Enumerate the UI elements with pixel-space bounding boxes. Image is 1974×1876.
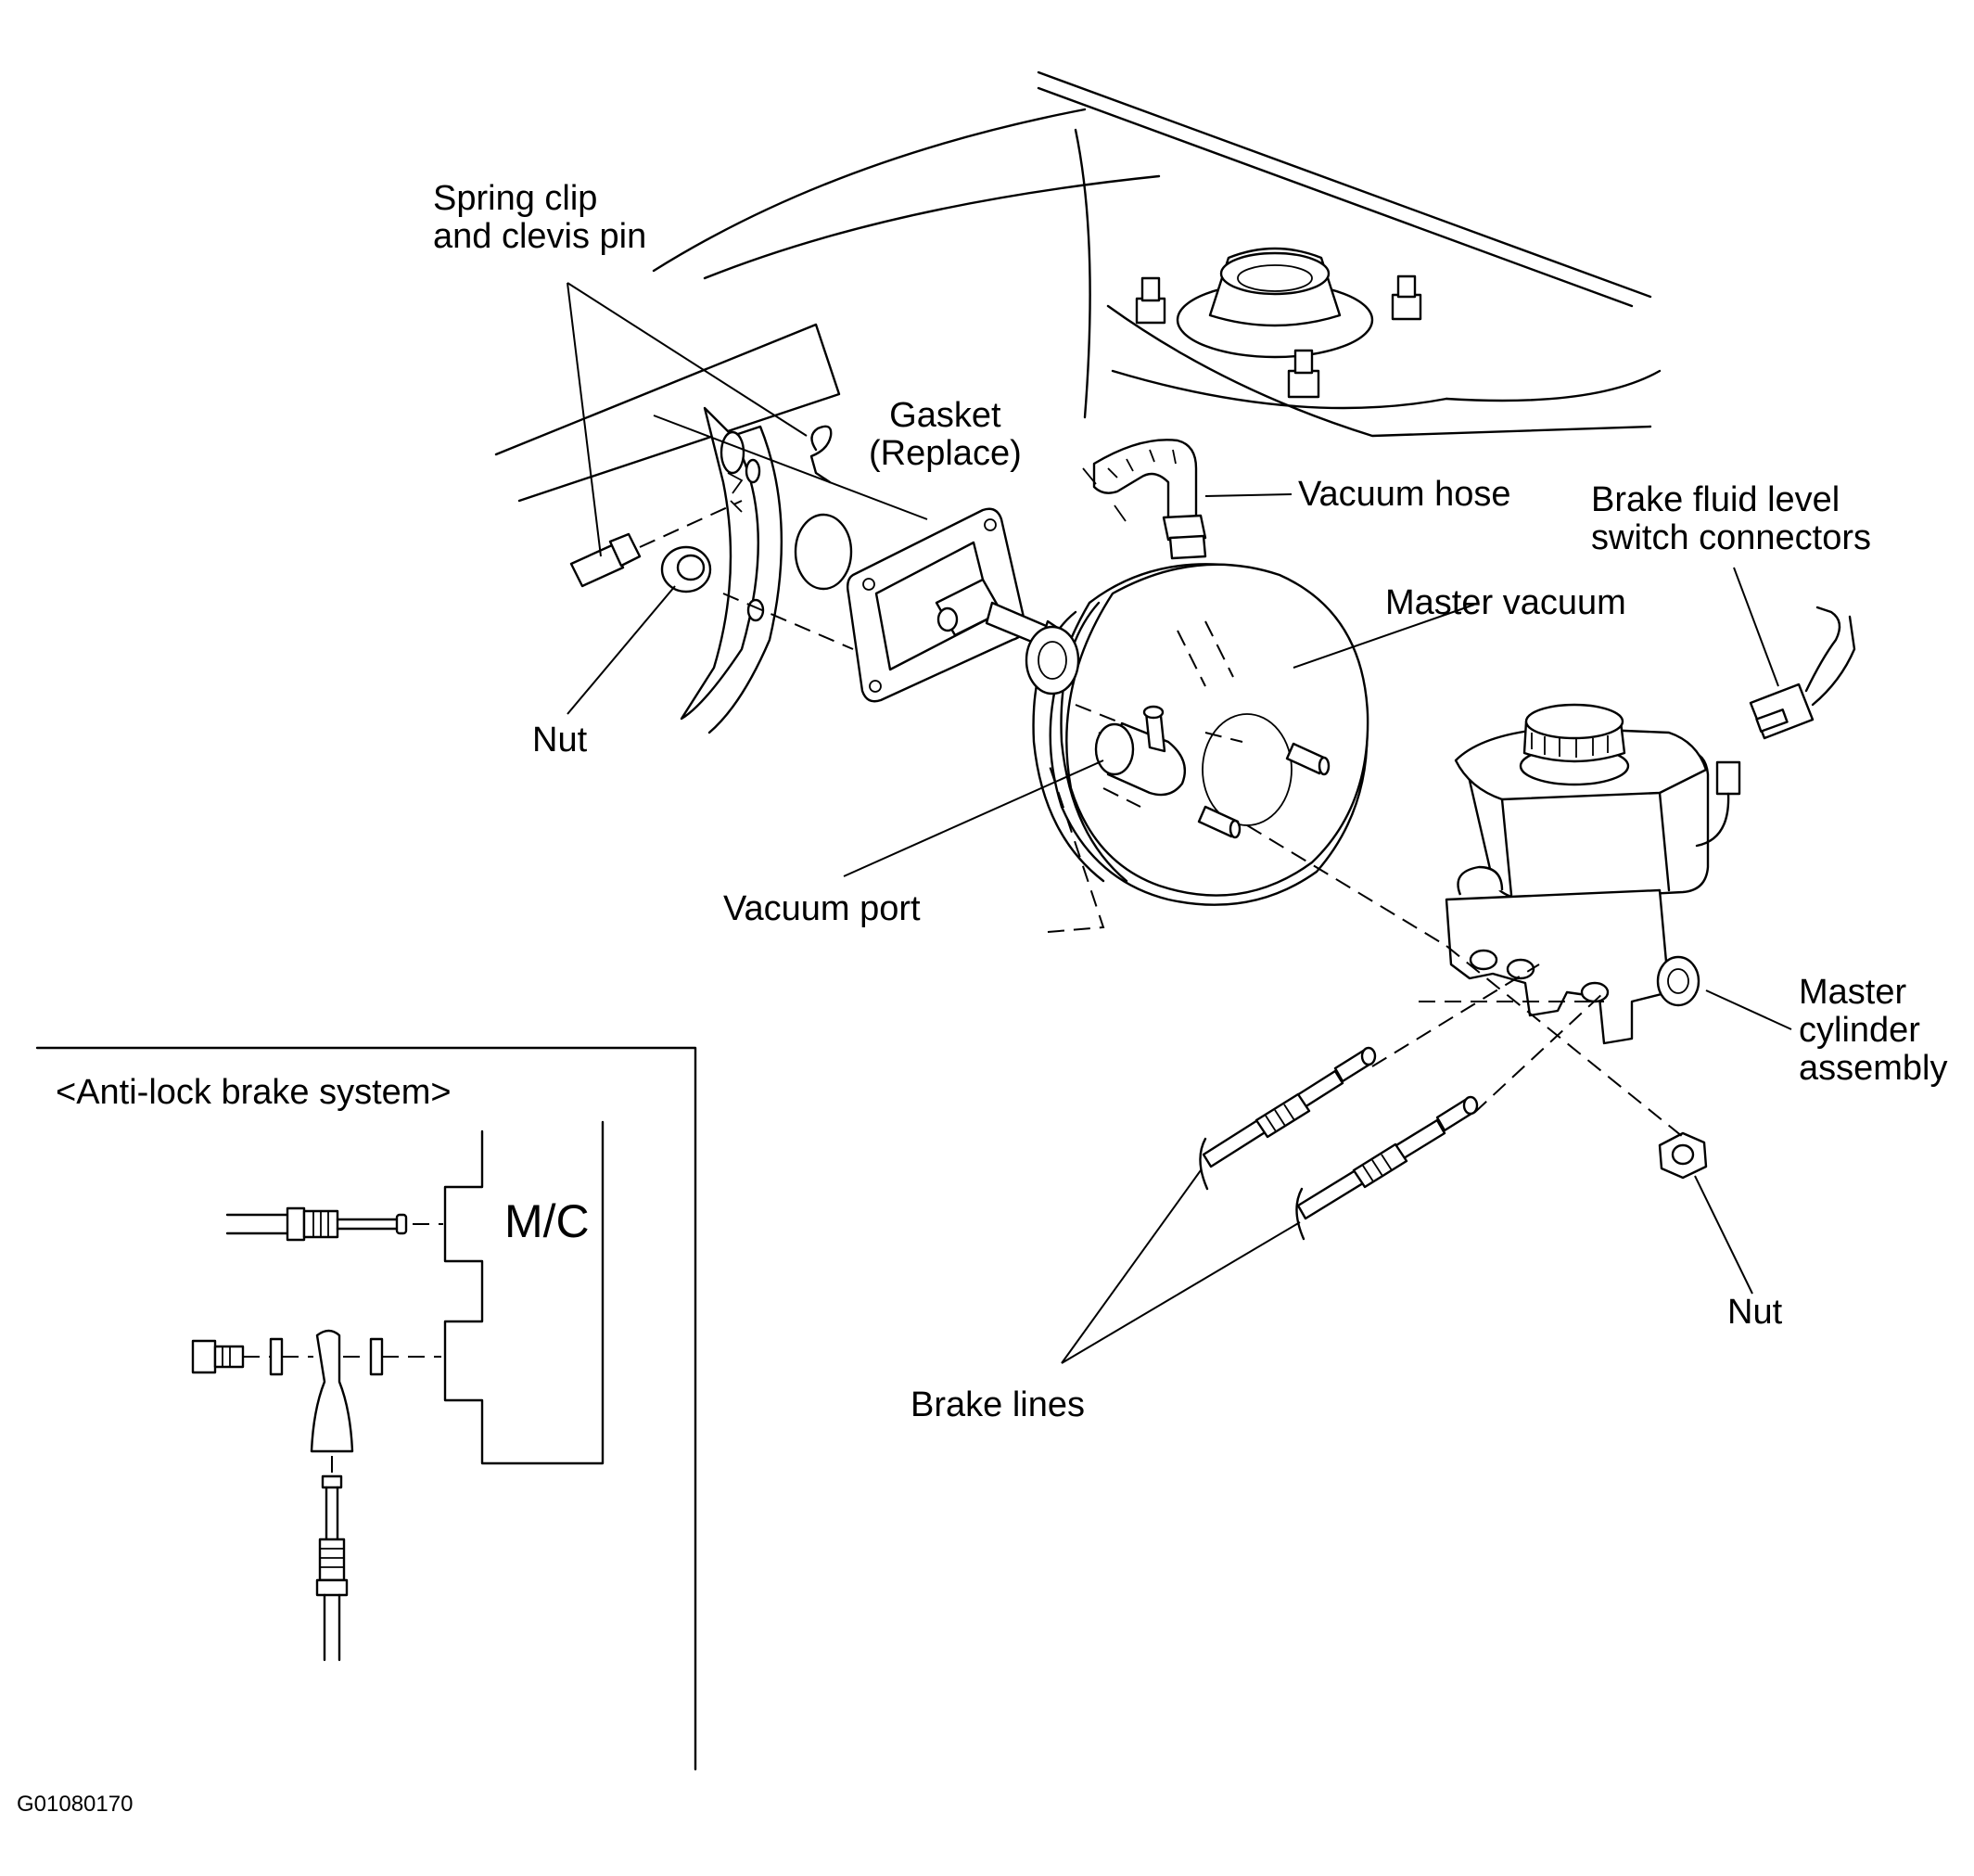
label-nut-left: Nut [532,721,588,759]
label-vacuum-hose: Vacuum hose [1298,475,1511,514]
label-spring-clip-line2: and clevis pin [433,217,647,256]
inset-upper-line [225,1206,443,1242]
assembly-centerlines [722,593,1688,1142]
label-spring-clip: Spring clip and clevis pin [433,180,646,256]
label-spring-clip-line1: Spring clip [433,179,598,218]
firewall-panel [494,323,853,734]
label-master-vacuum: Master vacuum [1385,583,1626,622]
leader-lines [567,282,1792,1364]
brake-booster [1025,563,1369,906]
label-master-cylinder-line3: assembly [1799,1049,1948,1088]
label-master-cylinder: Master cylinder assembly [1799,974,1948,1088]
clevis-pin [569,500,743,588]
stud-front [1287,349,1320,399]
inset-title: <Anti-lock brake system> [56,1073,452,1112]
body-panel [652,70,1662,438]
vacuum-hose-part [1082,439,1207,560]
label-brake-lines: Brake lines [911,1385,1085,1424]
inset-mc-body [443,1120,605,1465]
label-gasket-line2: (Replace) [869,434,1022,473]
label-vacuum-port: Vacuum port [723,889,921,928]
label-brake-fluid-switch-line1: Brake fluid level [1591,480,1840,519]
brake-lines-part [1199,1046,1479,1241]
label-master-cylinder-line2: cylinder [1799,1011,1920,1050]
strut-mount [1135,247,1422,399]
fluid-switch-connector [1749,606,1856,740]
inset-banjo-bolt [191,1329,441,1662]
gasket-part [846,507,1026,703]
nut-right-part [1658,1131,1708,1180]
stud-left [1135,276,1166,325]
label-brake-fluid-switch: Brake fluid level switch connectors [1591,481,1871,557]
vacuum-port-part [1094,705,1187,797]
label-gasket: Gasket (Replace) [869,397,1022,473]
inset-frame [35,1046,697,1771]
stud-right [1391,274,1422,321]
master-cylinder-part [1445,703,1741,1045]
label-gasket-line1: Gasket [889,396,1001,435]
label-master-cylinder-line1: Master [1799,973,1907,1012]
inset-mc-label: M/C [504,1195,590,1247]
label-brake-fluid-switch-line2: switch connectors [1591,518,1872,557]
label-nut-right: Nut [1727,1293,1783,1332]
nut-left-part [660,545,712,593]
figure-id: G01080170 [17,1792,134,1817]
